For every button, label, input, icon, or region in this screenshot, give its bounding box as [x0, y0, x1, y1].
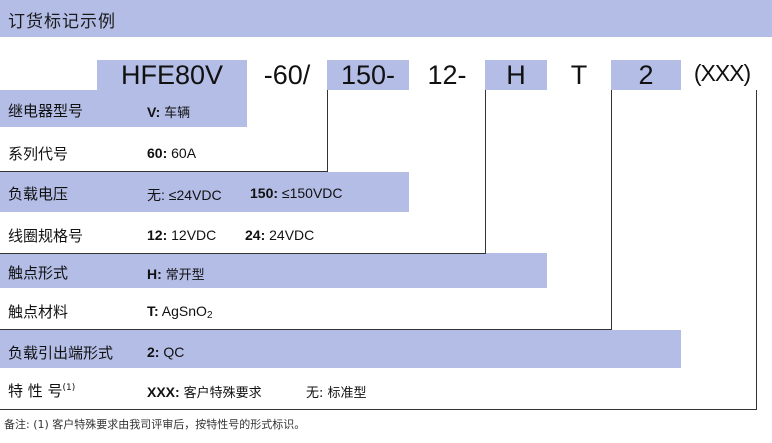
- row-value-voltage-b: 150: ≤150VDC: [250, 185, 343, 201]
- code-part-series: -60/: [263, 60, 311, 90]
- row-bg-terminal: [0, 330, 681, 368]
- row-value-series: 60: 60A: [147, 145, 197, 161]
- row-value-special-a: XXX: 客户特殊要求: [147, 384, 262, 401]
- row-label-model: 继电器型号: [8, 102, 84, 120]
- code-blank-cell: [0, 60, 97, 91]
- row-label-special: 特 性 号(1): [8, 382, 76, 400]
- row-label-contact: 触点形式: [8, 264, 69, 282]
- header-bar: [0, 0, 772, 37]
- code-cell-terminal: [611, 60, 681, 90]
- row-value-special-b: 无: 标准型: [306, 386, 367, 401]
- row-bg-voltage: [0, 172, 409, 212]
- row-label-series: 系列代号: [8, 145, 69, 163]
- row-label-terminal: 负载引出端形式: [8, 344, 114, 362]
- code-part-material: T: [570, 60, 588, 90]
- row-label-coil: 线圈规格号: [8, 227, 84, 245]
- divider-vert-material: [611, 90, 612, 330]
- row-value-voltage-a: 无: ≤24VDC: [147, 187, 222, 203]
- divider-vert-special: [756, 90, 757, 410]
- row-value-coil-a: 12: 12VDC: [147, 227, 217, 243]
- row-bg-contact: [0, 253, 547, 288]
- row-label-material: 触点材料: [8, 303, 69, 321]
- row-value-contact: H: 常开型: [147, 266, 205, 283]
- code-part-coil: 12-: [427, 60, 467, 90]
- row-bg-model: [0, 90, 247, 127]
- code-part-model: HFE80V: [120, 60, 224, 90]
- code-part-contact: H: [506, 60, 526, 90]
- divider-vert-coil: [485, 90, 486, 254]
- code-cell-contact: [485, 60, 547, 90]
- divider-horz-coil: [0, 253, 486, 254]
- code-cell-voltage: [327, 60, 409, 90]
- row-value-coil-b: 24: 24VDC: [245, 227, 315, 243]
- divider-horz-material: [0, 329, 612, 330]
- row-value-material: T: AgSnO2: [147, 303, 213, 321]
- row-value-terminal: 2: QC: [147, 344, 185, 360]
- divider-horz-special: [0, 409, 757, 410]
- row-label-voltage: 负载电压: [8, 185, 69, 203]
- code-part-voltage: 150-: [340, 60, 396, 90]
- divider-horz-series: [0, 171, 328, 172]
- code-cell-model: [97, 60, 247, 90]
- divider-vert-series: [327, 90, 328, 172]
- code-part-terminal: 2: [638, 60, 654, 90]
- footnote: 备注: (1) 客户特殊要求由我司评审后，按特性号的形式标识。: [4, 418, 306, 431]
- code-part-special: (XXX): [693, 60, 751, 86]
- row-value-model: V: 车辆: [147, 104, 191, 121]
- page-title: 订货标记示例: [8, 12, 116, 32]
